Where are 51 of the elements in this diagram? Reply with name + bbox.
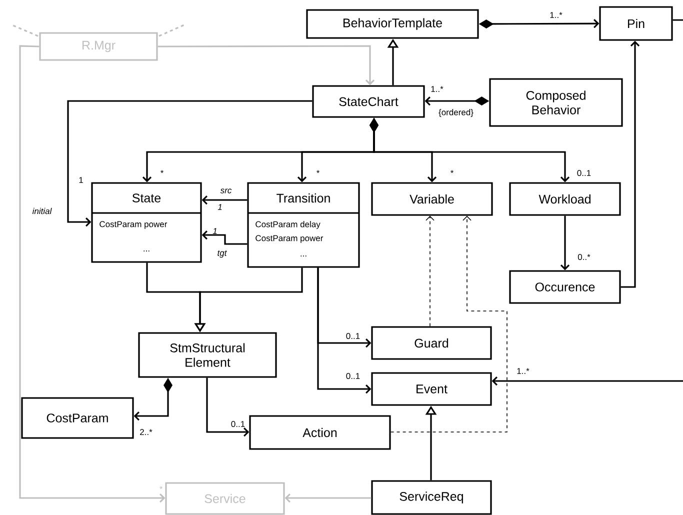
multiplicity-label: 0..1	[346, 372, 360, 380]
annotation-label: 1	[212, 228, 217, 234]
annotation-label: initial	[32, 208, 52, 214]
multiplicity-label: *	[159, 486, 163, 492]
dashed-arrow	[426, 216, 434, 327]
multiplicity-label: 1..*	[549, 12, 563, 18]
multiplicity-label: 0..1	[576, 170, 592, 176]
multiplicity-label: *	[316, 170, 320, 176]
multiplicity-label: 0..1	[230, 420, 246, 428]
multiplicity-label: *	[450, 170, 454, 176]
arrow	[19, 45, 166, 503]
annotation-label: {ordered}	[438, 109, 474, 117]
multiplicity-label: *	[160, 170, 164, 176]
class-box: Service	[165, 482, 285, 515]
multiplicity-label: 0..*	[577, 254, 591, 260]
class-box: Workload	[509, 182, 621, 216]
class-box: Transition CostParam delay CostParam power ...	[247, 182, 360, 268]
arrow	[284, 493, 372, 503]
arrow	[620, 40, 640, 288]
multiplicity-label: 0..1	[346, 332, 360, 340]
class-box: Variable	[371, 182, 493, 216]
arrow	[206, 378, 250, 437]
class-box: R.Mgr	[39, 32, 158, 61]
class-box: BehaviorTemplate	[306, 9, 479, 39]
class-box: Pin	[599, 6, 673, 41]
arrow	[317, 268, 372, 394]
class-box: StmStructural Element	[138, 332, 277, 378]
class-box: Action	[249, 415, 391, 450]
class-box: StateChart	[312, 85, 425, 118]
multiplicity-label: 2..*	[139, 428, 153, 436]
class-box: ServiceReq	[371, 480, 492, 515]
class-box: CostParam	[21, 397, 134, 439]
arrow	[492, 376, 683, 386]
multiplicity-label: 1	[78, 176, 84, 184]
multiplicity-label: 1..*	[516, 368, 530, 374]
arrow	[560, 216, 570, 270]
multiplicity-label: src	[220, 188, 232, 194]
class-box: Occurence	[509, 270, 621, 304]
arrow	[202, 195, 248, 205]
arrow	[202, 230, 248, 245]
class-box: Guard	[371, 326, 492, 360]
connector-line	[672, 19, 683, 21]
dashed-arrow	[390, 216, 508, 432]
multiplicity-label: 1..*	[430, 86, 444, 92]
class-box: Composed Behavior	[489, 78, 623, 127]
arrow	[67, 100, 312, 227]
arrow	[158, 45, 375, 86]
multiplicity-label: tgt	[216, 250, 228, 258]
class-box: Event	[371, 372, 492, 406]
class-box: State CostParam power ...	[91, 182, 202, 263]
annotation-label: 1	[218, 204, 222, 210]
